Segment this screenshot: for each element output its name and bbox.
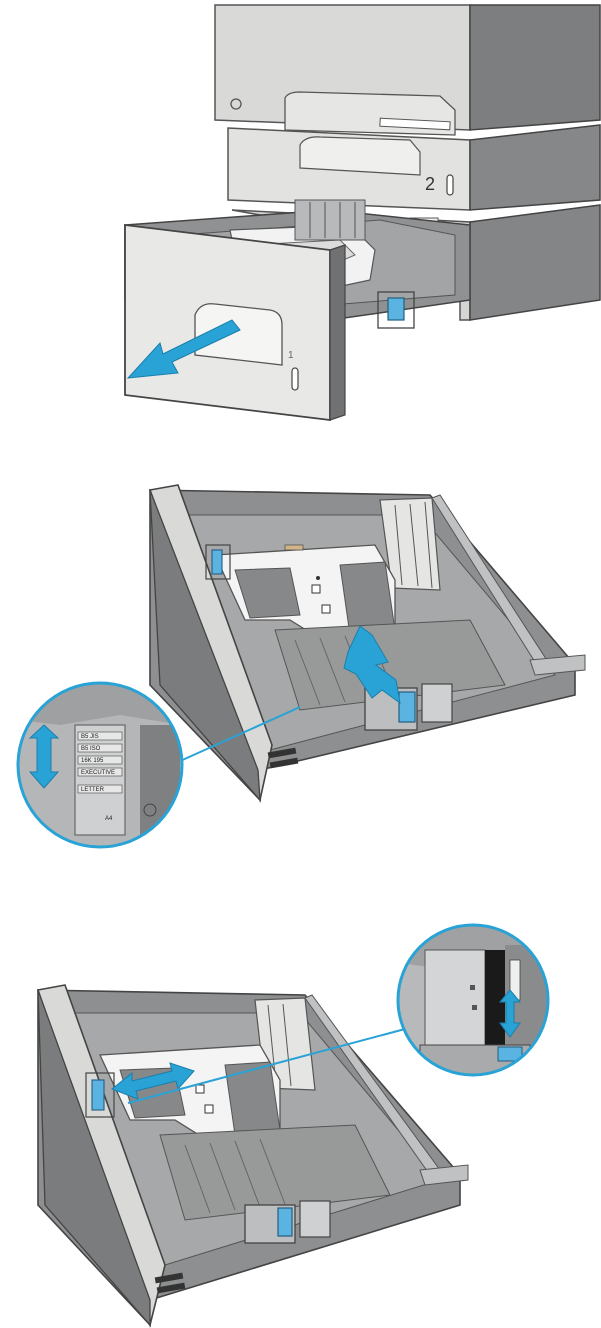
tray-number-label: 2 (425, 174, 435, 194)
step-adjust-width-guide-illustration (0, 905, 601, 1328)
side-guide-lever-magnifier-callout (396, 923, 550, 1077)
step-open-tray-illustration: 2 1 (0, 0, 601, 430)
size-label-3: EXECUTIVE (81, 770, 115, 776)
callout-up-down-arrow (28, 724, 60, 789)
size-label-5: A4 (105, 816, 113, 822)
tray-drawer: 1 (124, 199, 471, 422)
tray-drawer (36, 984, 469, 1328)
size-label-0: B5 JIS (81, 734, 99, 740)
adjust-width-arrow (111, 1062, 195, 1100)
step-adjust-length-guide-illustration: B5 JIS B5 ISO 16K 195 EXECUTIVE LETTER A… (0, 470, 601, 890)
callout-up-down-arrow (498, 989, 522, 1038)
size-marks-magnifier-callout: B5 JIS B5 ISO 16K 195 EXECUTIVE LETTER A… (16, 681, 184, 849)
adjust-length-arrow (343, 625, 401, 705)
size-label-2: 16K 195 (81, 758, 104, 764)
size-label-4: LETTER (81, 787, 105, 793)
pull-out-arrow (126, 319, 241, 379)
size-label-1: B5 ISO (81, 746, 101, 752)
printer-body: 2 (214, 4, 601, 321)
svg-text:1: 1 (288, 350, 294, 361)
paper-size-label-list: B5 JIS B5 ISO 16K 195 EXECUTIVE LETTER A… (77, 731, 123, 822)
